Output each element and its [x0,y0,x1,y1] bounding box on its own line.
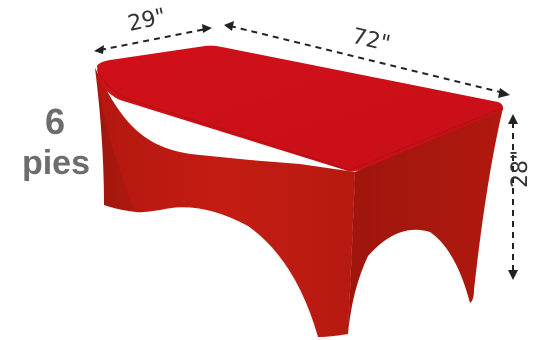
length-dimension-arrow [224,21,510,98]
size-unit: pies [21,144,91,182]
height-dimension-arrow [508,114,518,280]
table-cover-right-side [348,108,503,334]
table-cover-front-panel [95,68,355,337]
size-number: 6 [44,101,66,142]
table-cover-top [97,45,504,172]
table-top-edge [96,69,504,171]
depth-dimension-arrow [94,24,212,54]
height-label: 28" [508,149,533,188]
